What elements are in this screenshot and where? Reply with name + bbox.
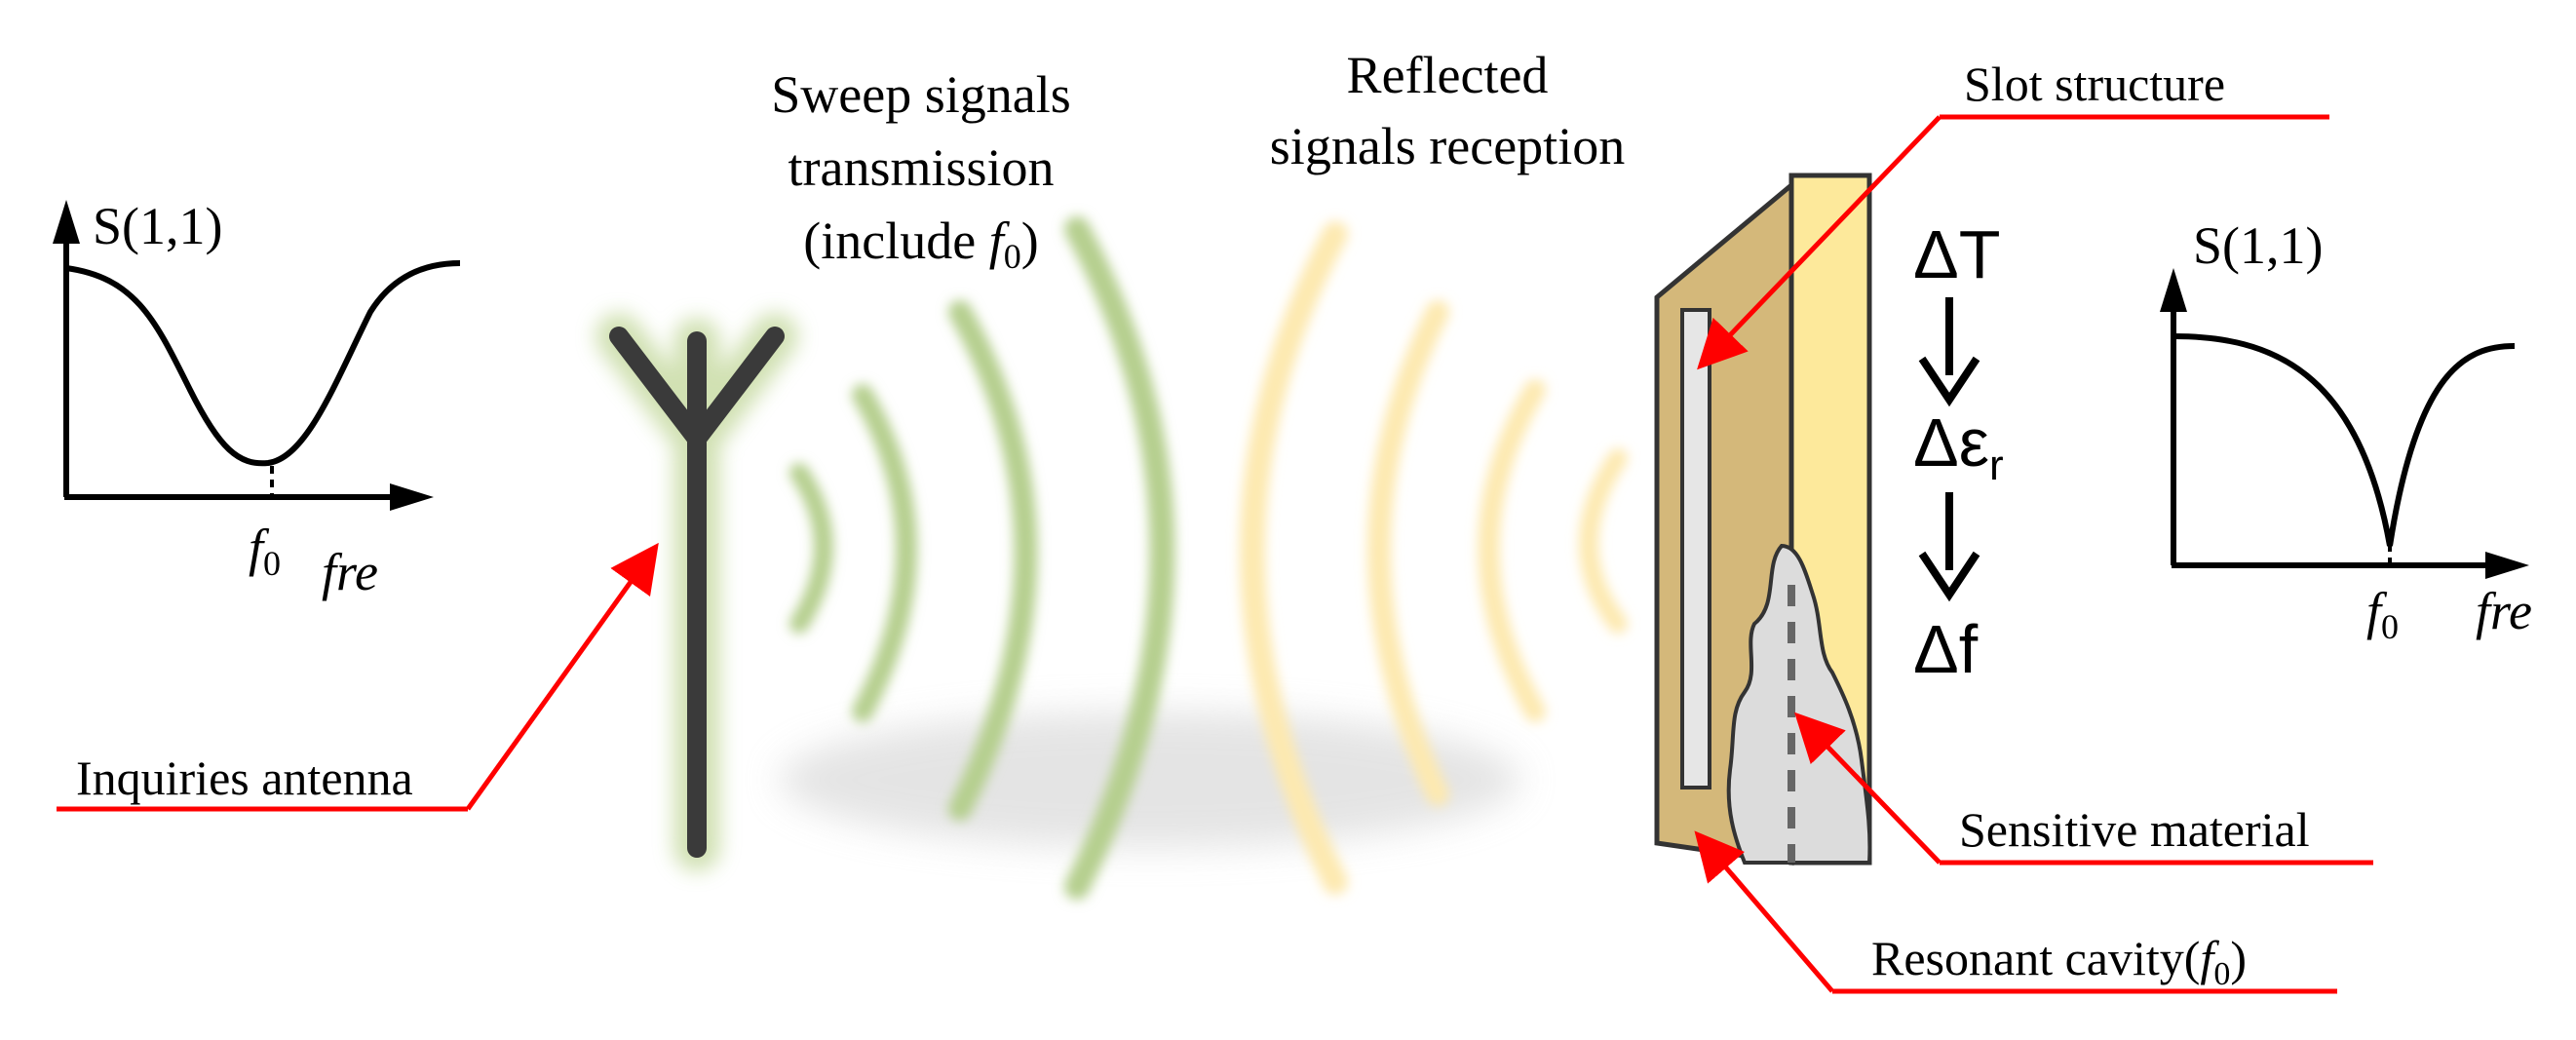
slot-structure-pointer <box>1697 115 1942 370</box>
transmit-wave-4 <box>1064 216 1175 900</box>
delta-t: ΔT <box>1913 216 2001 292</box>
slot-structure <box>1680 308 1711 790</box>
right-f0-label: f0 <box>2366 582 2399 646</box>
right-s11-curve <box>2172 333 2516 547</box>
reflect-wave-4 <box>1579 448 1628 634</box>
annotations <box>57 114 2373 994</box>
inquiries-pointer <box>465 542 659 811</box>
sensitive-material-label: Sensitive material <box>1959 802 2310 857</box>
left-x-axis-arrowhead <box>390 483 434 511</box>
sensitive-material <box>1726 543 1872 865</box>
left-xlabel: fre <box>322 543 378 601</box>
right-y-axis-arrowhead <box>2160 268 2187 312</box>
antenna-icon <box>596 313 798 871</box>
delta-f: Δf <box>1913 611 1979 687</box>
delta-chain: ΔT Δεr Δf <box>1913 216 2004 687</box>
transmit-waves <box>780 216 1520 900</box>
reflected-caption: Reflected signals reception <box>1270 46 1625 175</box>
right-ylabel: S(1,1) <box>2193 216 2324 275</box>
left-y-axis-arrowhead <box>53 200 80 244</box>
svg-text:signals reception: signals reception <box>1270 117 1625 175</box>
reflect-waves <box>1240 221 1628 895</box>
resonant-pointer <box>1694 830 1834 993</box>
right-s11-plot: S(1,1) f0 fre <box>2160 216 2532 646</box>
transmit-wave-2 <box>852 384 917 722</box>
left-ylabel: S(1,1) <box>93 197 223 255</box>
svg-text:Reflected: Reflected <box>1347 46 1549 104</box>
delta-epsilon-r: Δεr <box>1913 404 2004 489</box>
sweep-caption: Sweep signals transmission (include f0) <box>771 65 1070 276</box>
inquiries-antenna-label: Inquiries antenna <box>76 751 413 805</box>
left-f0-label: f0 <box>249 519 281 583</box>
slot-structure-label: Slot structure <box>1964 57 2225 111</box>
svg-text:Sweep signals: Sweep signals <box>771 65 1070 124</box>
svg-text:(include f0): (include f0) <box>803 212 1038 276</box>
right-xlabel: fre <box>2476 582 2532 640</box>
svg-text:transmission: transmission <box>788 138 1054 197</box>
reflect-wave-2 <box>1367 300 1449 806</box>
left-s11-curve <box>65 260 461 467</box>
reflect-wave-3 <box>1478 379 1546 722</box>
transmit-wave-3 <box>948 300 1038 821</box>
right-x-axis-arrowhead <box>2485 552 2529 579</box>
resonant-cavity-icon <box>1654 173 1872 866</box>
sensitive-pointer <box>1794 712 1942 865</box>
resonant-cavity-label: Resonant cavity(f0) <box>1871 931 2247 992</box>
reflect-wave-1 <box>1240 221 1348 895</box>
left-s11-plot: S(1,1) f0 fre <box>53 197 461 601</box>
transmit-wave-1 <box>789 463 833 634</box>
